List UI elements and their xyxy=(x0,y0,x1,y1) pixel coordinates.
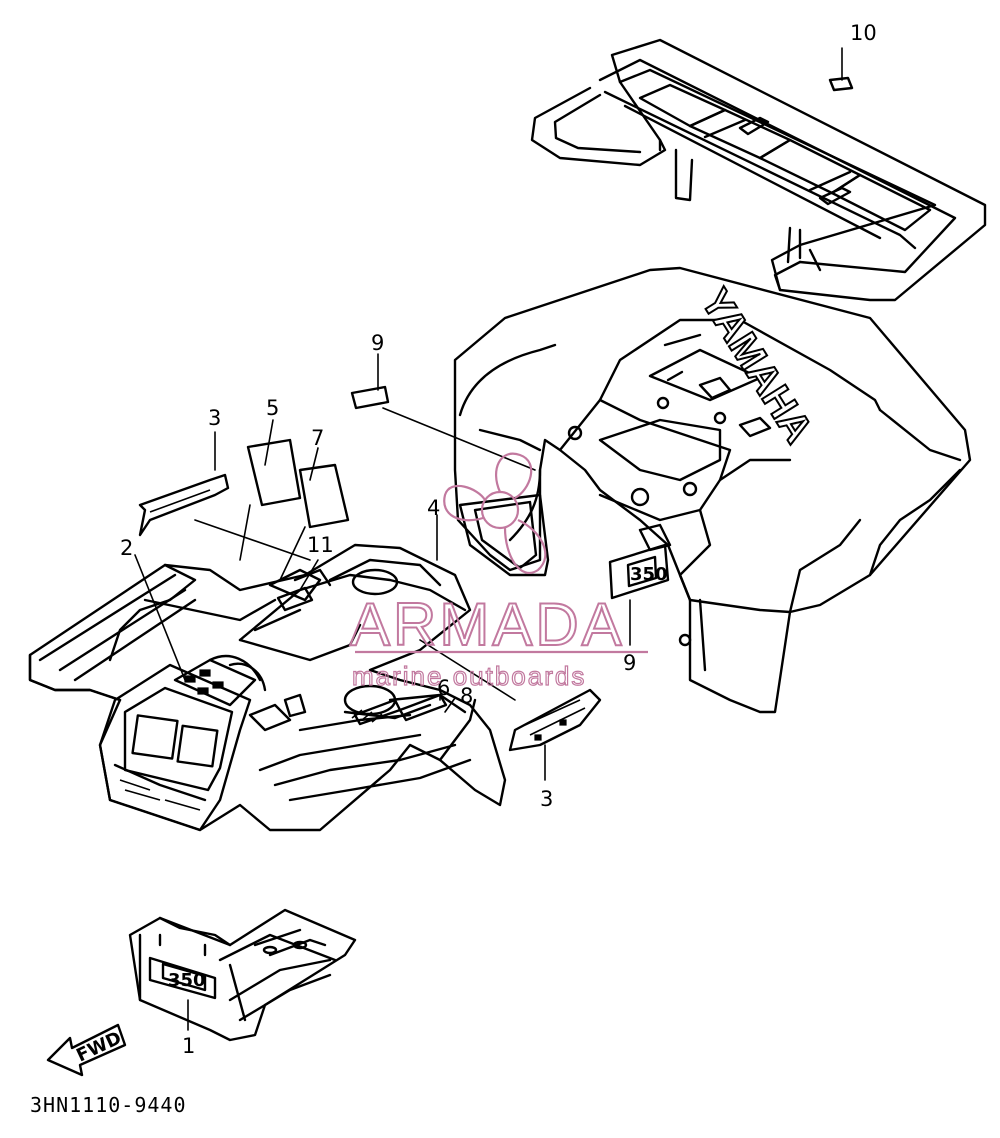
rack-tag-10 xyxy=(828,76,854,92)
leader-lines xyxy=(134,47,843,1031)
callout-3-left: 3 xyxy=(208,406,221,430)
drawing-code: 3HN1110-9440 xyxy=(30,1093,187,1117)
callout-11: 11 xyxy=(307,533,334,557)
callout-1: 1 xyxy=(182,1034,195,1058)
decal-part-3-right xyxy=(508,688,602,752)
watermark-title: ARMADA xyxy=(350,591,625,658)
emblem-label: 350 xyxy=(630,564,668,585)
fender-emblem xyxy=(608,543,670,600)
watermark-propeller-logo xyxy=(443,452,547,574)
callout-3-right: 3 xyxy=(540,787,553,811)
part-4-bracket xyxy=(458,493,550,577)
callout-10: 10 xyxy=(850,21,877,45)
callout-6: 6 xyxy=(437,676,450,700)
decal-part-9-top xyxy=(350,385,390,410)
brand-lettering: YAMAHA xyxy=(692,281,820,450)
callout-labels: 1 2 3 3 4 5 6 7 8 9 9 10 11 xyxy=(120,21,877,1058)
decal-part-8 xyxy=(398,693,448,722)
grille-label: 350 xyxy=(168,970,206,991)
decal-part-5 xyxy=(246,438,302,507)
callout-9-bottom: 9 xyxy=(623,651,636,675)
callout-2: 2 xyxy=(120,536,133,560)
callout-4: 4 xyxy=(427,496,440,520)
callout-8: 8 xyxy=(460,684,473,708)
callout-5: 5 xyxy=(266,396,279,420)
callout-9-top: 9 xyxy=(371,331,384,355)
callout-7: 7 xyxy=(311,426,324,450)
watermark-subtitle: marine outboards xyxy=(352,661,586,691)
decal-part-3-left xyxy=(138,473,230,537)
rear-carrier-rack xyxy=(530,38,987,302)
decal-part-7 xyxy=(298,463,350,529)
front-grille-part-1: 350 xyxy=(128,908,357,1042)
watermark: ARMADA marine outboards xyxy=(349,452,648,692)
forward-direction-arrow: FWD xyxy=(46,1023,127,1077)
decal-part-11 xyxy=(276,586,314,612)
front-fender xyxy=(28,543,507,832)
